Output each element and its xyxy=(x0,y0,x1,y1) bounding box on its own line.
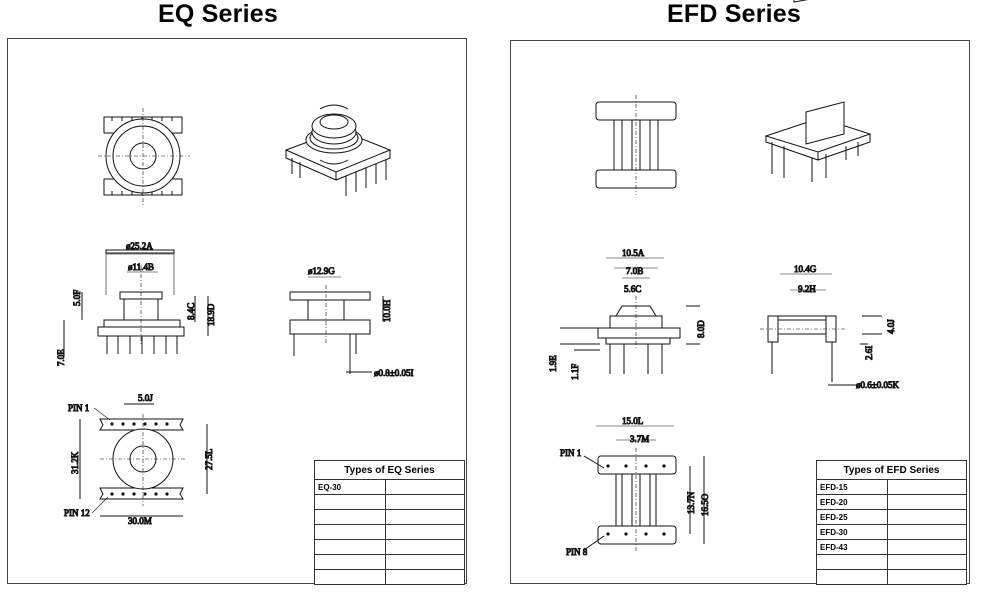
eq-bottom-view xyxy=(79,403,208,517)
eq-dim-h: 10.0H xyxy=(382,299,392,322)
eq-types-table-header: Types of EQ Series xyxy=(314,460,465,480)
efd-dim-n: 13.7N xyxy=(686,491,696,514)
table-row xyxy=(314,509,465,525)
table-row: EFD-25 xyxy=(816,509,967,525)
efd-bottom-view xyxy=(583,425,705,552)
efd-dim-m: 3.7M xyxy=(630,434,649,444)
efd-pin-1-label: PIN 1 xyxy=(560,448,581,458)
table-row xyxy=(314,539,465,555)
eq-types-table: Types of EQ Series EQ-30 xyxy=(314,460,465,585)
eq-series-title: EQ Series xyxy=(158,0,278,28)
efd-dim-i: 2.6I xyxy=(864,346,874,360)
eq-side-view xyxy=(289,276,384,374)
table-row: EFD-30 xyxy=(816,524,967,540)
efd-types-table: Types of EFD Series EFD-15 EFD-20 EFD-25… xyxy=(816,460,967,585)
eq-dim-e: 7.0E xyxy=(56,349,66,366)
eq-dim-c: 8.4C xyxy=(186,303,196,320)
table-row xyxy=(314,524,465,540)
efd-dim-l: 15.0L xyxy=(622,416,643,426)
efd-dim-j: 4.0J xyxy=(886,319,896,334)
efd-dim-e: 1.9E xyxy=(548,355,558,372)
efd-series-title: EFD Series xyxy=(667,0,802,28)
efd-dim-a: 10.5A xyxy=(622,248,645,258)
efd-dim-o: 16.5O xyxy=(700,493,710,516)
efd-dim-k: ø0.6±0.05K xyxy=(856,380,899,390)
eq-dim-i: ø0.8±0.05I xyxy=(374,368,413,378)
efd-top-view xyxy=(595,95,677,195)
eq-top-view xyxy=(98,108,190,205)
table-row: EFD-43 xyxy=(816,539,967,555)
eq-dim-f: 5.0F xyxy=(72,290,82,306)
eq-pin-12-label: PIN 12 xyxy=(64,508,90,518)
table-row xyxy=(314,569,465,585)
efd-isometric-view xyxy=(764,0,872,182)
efd-side-view xyxy=(760,273,882,386)
table-row xyxy=(816,569,967,585)
table-row xyxy=(314,494,465,510)
eq-dim-k: 31.2K xyxy=(70,451,80,474)
eq-dim-j: 5.0J xyxy=(138,393,153,403)
table-row: EFD-15 xyxy=(816,479,967,495)
table-row xyxy=(816,554,967,570)
eq-front-view xyxy=(63,249,209,356)
eq-dim-g: ø12.9G xyxy=(308,266,335,276)
table-row xyxy=(314,554,465,570)
efd-pin-8-label: PIN 8 xyxy=(566,547,588,557)
eq-dim-d: 18.9D xyxy=(206,303,216,326)
efd-dim-f: 1.1F xyxy=(570,364,580,380)
eq-isometric-view xyxy=(284,104,392,196)
eq-dim-l: 27.5L xyxy=(204,449,214,470)
eq-dim-m: 30.0M xyxy=(128,516,152,526)
efd-dim-d: 8.0D xyxy=(696,320,706,338)
eq-pin-1-label: PIN 1 xyxy=(68,403,89,413)
efd-dim-b: 7.0B xyxy=(626,266,643,276)
efd-dim-c: 5.6C xyxy=(624,284,641,294)
eq-dim-a: ø25.2A xyxy=(126,241,153,251)
table-row: EQ-30 xyxy=(314,479,465,495)
efd-dim-h: 9.2H xyxy=(798,284,816,294)
efd-dim-g: 10.4G xyxy=(794,264,817,274)
efd-front-view xyxy=(560,257,700,374)
table-row: EFD-20 xyxy=(816,494,967,510)
efd-types-table-header: Types of EFD Series xyxy=(816,460,967,480)
eq-dim-b: ø11.4B xyxy=(128,262,154,272)
